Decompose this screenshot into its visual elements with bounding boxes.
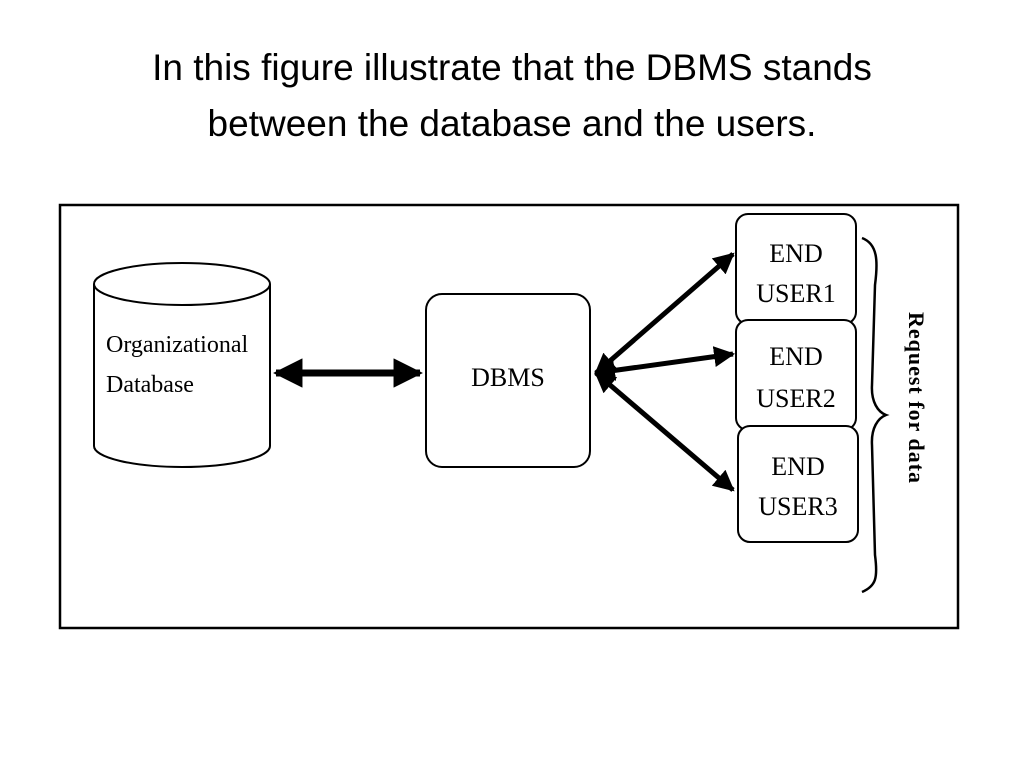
database-cylinder-body — [93, 284, 271, 468]
dbms-node: DBMS — [425, 293, 591, 468]
organizational-database-node: Organizational Database — [93, 262, 271, 468]
database-label-line-2: Database — [106, 372, 194, 398]
end-user-1-label-line-2: USER1 — [756, 279, 835, 308]
end-user-3-label-line-2: USER3 — [758, 492, 837, 521]
dbms-box — [425, 293, 591, 468]
end-user-2-label-line-2: USER2 — [756, 384, 835, 413]
slide-title: In this figure illustrate that the DBMS … — [0, 40, 1024, 152]
end-user-3-box — [737, 425, 859, 543]
database-cylinder-top — [93, 262, 271, 306]
end-user-3-node: END USER3 — [737, 425, 859, 543]
end-user-1-node: END USER1 — [735, 213, 857, 325]
dbms-label: DBMS — [471, 363, 545, 392]
end-user-2-label-line-1: END — [769, 342, 822, 371]
slide-title-line-1: In this figure illustrate that the DBMS … — [152, 47, 872, 88]
dbms-end-user-3-arrow — [594, 371, 735, 492]
end-user-1-label-line-1: END — [769, 239, 822, 268]
request-for-data-label: Request for data — [904, 312, 929, 484]
end-user-2-box — [735, 319, 857, 431]
request-brace — [861, 236, 890, 594]
dbms-end-user-2-arrow — [593, 346, 736, 381]
database-label-line-1: Organizational — [106, 332, 249, 358]
slide-title-line-2: between the database and the users. — [207, 103, 817, 144]
end-user-3-label-line-1: END — [771, 452, 824, 481]
end-user-2-node: END USER2 — [735, 319, 857, 431]
